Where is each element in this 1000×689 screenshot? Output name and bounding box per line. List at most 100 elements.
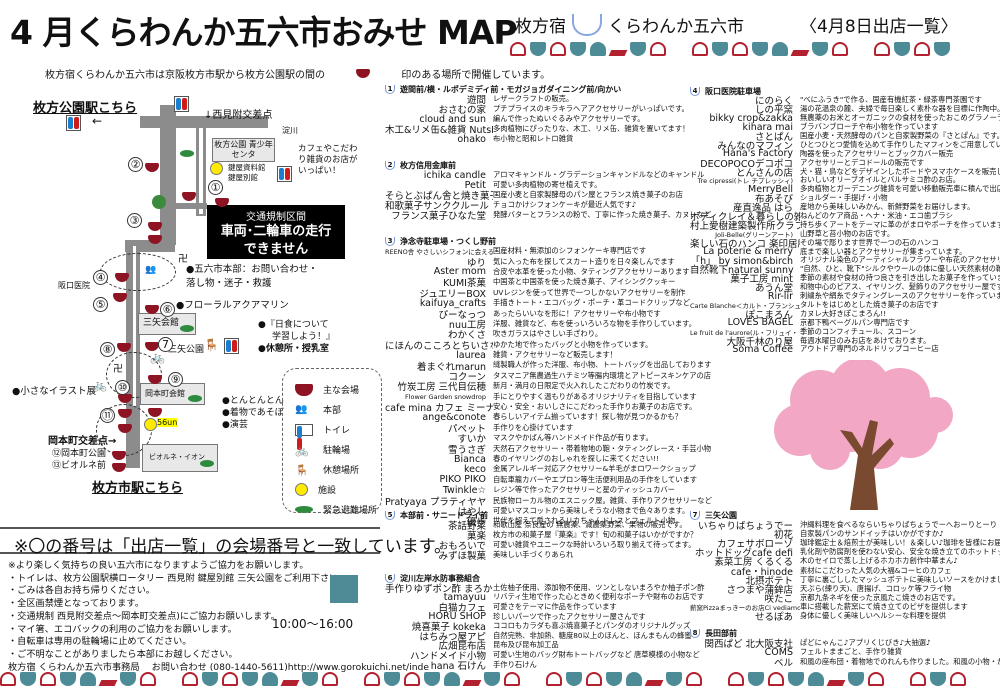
vendor-description: 枚方市の和菓子屋『菓楽』です！旬の和菓子はいかがですか？ — [493, 530, 698, 539]
road-center — [133, 246, 136, 406]
brand-location: 枚方宿 — [515, 17, 566, 37]
bowl-pattern-icon — [566, 672, 582, 686]
vendor-name: 焼喜菓子 kokeka — [411, 622, 486, 634]
sixun-label: 56un — [157, 418, 178, 427]
vendor-name: 和歌菓子サンククルール — [385, 201, 489, 212]
bowl-pattern-icon — [910, 672, 926, 686]
vendor-name: とんさんの店 — [735, 167, 793, 179]
event-date: 〈4月8日出店一覧〉 — [800, 17, 958, 37]
venue-number: ⑪ — [100, 408, 115, 423]
vendor-description: 底まで楽しい器とアクセサリーが集まっています。 — [800, 246, 967, 256]
vendor-name: あうん堂 — [754, 283, 793, 295]
vendor-row: 楽しい石のハンコ 楽印居庵その場で彫ります世界で一つの石のハンコ — [690, 238, 1000, 250]
vendor-row: 素菜工房 くるくる木のセイロで蒸し上げるホカホカ創作中華まん♪ — [690, 556, 1000, 568]
hq-label-1: ●五六市本部：お問い合わせ・ — [186, 264, 318, 275]
vendor-description: ぱどにゃんこ♪アプリくじびき♪大抽選♪ — [800, 637, 931, 647]
engei-label: ●演芸 — [222, 420, 248, 430]
venue-bowl-icon — [145, 342, 159, 351]
vendor-description: 国産小麦と自家製酵母のパン屋とフランス焼き菓子のお店 — [493, 190, 683, 199]
vendor-row: kihara mai ブラバンブローチや布小物を作っています — [690, 121, 1000, 133]
bowl-pattern-icon — [728, 672, 744, 686]
vendor-name: Pratyaya プラティヤヤ — [385, 496, 487, 508]
vendor-description: 手にとりやすく温もりがあるオリジナリティを目指しています — [493, 391, 697, 401]
vendor-description: 京都九条ネギを使った京風たこ焼きのお店です。 — [800, 593, 960, 603]
vendor-row: Carte Blanche＜カルト・ブランシュ＞タルトをはじめとした焼き菓子のお… — [690, 300, 1000, 310]
vendor-name: ぽこまろん — [745, 309, 793, 321]
bowl-pattern-icon — [692, 42, 708, 56]
kagiya-label: 鍵屋資料館 — [228, 163, 266, 172]
vendor-description: 安心・安全・おいしさにこだわった手作りお菓子のお店です。 — [493, 402, 697, 412]
bowl-pattern-icon — [832, 42, 848, 56]
facility-smile-icon — [210, 162, 223, 175]
vendor-description: 車に搭載した薪窯にて焼き立てのピザを提供します — [800, 602, 968, 612]
vendor-row: ぴーなっつあったらいいなを形に！アクセサリーや布小物です — [385, 308, 712, 321]
vendor-name: パペット — [447, 423, 486, 435]
vendor-row: みんなのマフィンひとつひとつ愛情を込めて手作りしたマフィンをご用意しています — [690, 140, 1000, 152]
venue-number: ⑨ — [168, 372, 183, 387]
vendor-name: kihara mai — [742, 121, 793, 133]
evacuation-runner-icon — [188, 395, 202, 402]
vendor-name: 茶話野菜 — [447, 521, 486, 532]
vendor-row: ゆり気に入った布を探してスカート造りを日々楽しんでます — [385, 256, 712, 269]
illustration-exhibit-label: ●小さなイラスト展 — [12, 386, 97, 397]
vendor-name: cafe・hinode — [730, 566, 793, 578]
bowl-logo-icon — [572, 13, 602, 36]
venue-number: ② — [128, 157, 143, 172]
toilet-icon — [277, 166, 292, 182]
vendor-row: おもろいで可愛い雑貨やユニークな時計いろいろ取り揃えて待ってます。 — [385, 540, 697, 552]
bowl-pattern-icon — [570, 42, 586, 56]
bowl-pattern-icon — [930, 672, 946, 686]
bowl-pattern-icon — [140, 672, 156, 686]
vendor-name: hana 石けん — [430, 660, 486, 672]
venue-bowl-icon — [215, 198, 229, 207]
bowl-pattern-icon — [848, 672, 864, 686]
vendor-name: 楽しい石のハンコ 楽印居庵 — [690, 238, 800, 250]
bowl-pattern-icon — [20, 672, 36, 686]
bowl-pattern-icon — [606, 672, 622, 686]
vendor-name: MerryBell — [748, 183, 793, 195]
vendor-row: そらとぶぱん舎と焼き菓子きのした国産小麦と自家製酵母のパン屋とフランス焼き菓子の… — [385, 190, 711, 202]
bowl-pattern-icon — [752, 42, 768, 56]
vendor-row: おさむの家プチプライスのキラキラヘアアクセサリーがいっぱいです。 — [385, 104, 689, 116]
bowl-pattern-icon — [364, 672, 380, 686]
vendor-description: 沖縄料理を食べるならいちゃりばちょうでーへおーりとーり — [800, 519, 998, 529]
vendor-name: カフェサボローゾ — [716, 538, 793, 550]
vendor-description: 新月・満月の日限定で火入れしたこだわりの竹炭です。 — [493, 381, 675, 391]
bowl-pattern-icon — [826, 680, 846, 686]
south-station-label: 枚方市駅こちら — [92, 481, 184, 496]
vendor-row: せるぽあ身体に優しく美味しいヘルシーな料理を提供 — [690, 611, 1000, 623]
vendor-row: さとぱん国産小麦・天然酵母のパンと自家製野菜の『さとぱん』です。 — [690, 131, 1000, 143]
venue-number: ⑤ — [93, 297, 108, 312]
bowl-pattern-icon — [590, 42, 606, 56]
vendor-description: 土佐柚子使用、添加物不使用、ツンとしないまろやか柚子ポン酢 — [493, 582, 705, 592]
vendor-description: フェルトままごと、手作り雑貨 — [800, 647, 902, 657]
vendor-description: ブラバンブローチや布小物を作っています — [800, 122, 939, 132]
toilet-icon — [66, 115, 81, 131]
vendor-name: Bianca — [453, 453, 486, 465]
vendor-name: bikky crop&zakka — [709, 112, 793, 124]
vendor-row: 和歌菓子サンククルールチョコかけシフォンケーキが最近人気です♪ — [385, 200, 711, 212]
vendor-description: オリジナル染色のアーティシャルフラワーや布花のアクセサリー — [800, 255, 1000, 265]
vendor-row: hana 石けん手作り石けん — [385, 660, 705, 672]
vendor-description: 珍しいパーツで作ったアクセサリー屋さんです — [493, 611, 646, 621]
vendor-row: コクーンタスマニア無農過生ハチミツ等腸内環境とアトピースキンケアの店 — [385, 371, 712, 383]
legend-label: 駐輪場 — [323, 446, 351, 456]
vendor-description: 中国茶と中国茶を使った焼き菓子、アイシングクッキー — [493, 277, 676, 287]
bowl-pattern-icon — [504, 672, 520, 686]
bowl-pattern-icon — [712, 42, 728, 56]
cherry-tree-illustration — [774, 360, 953, 510]
bowl-pattern-icon — [462, 680, 482, 686]
vendor-name: しの平窯 — [754, 105, 793, 117]
north-station-label: 枚方公園駅こちら — [33, 101, 138, 116]
vendor-row: わかくさ吹きガラスはやさしい手ざわり。 — [385, 329, 712, 341]
vendor-name: Flower Garden snowdrop — [404, 392, 486, 401]
